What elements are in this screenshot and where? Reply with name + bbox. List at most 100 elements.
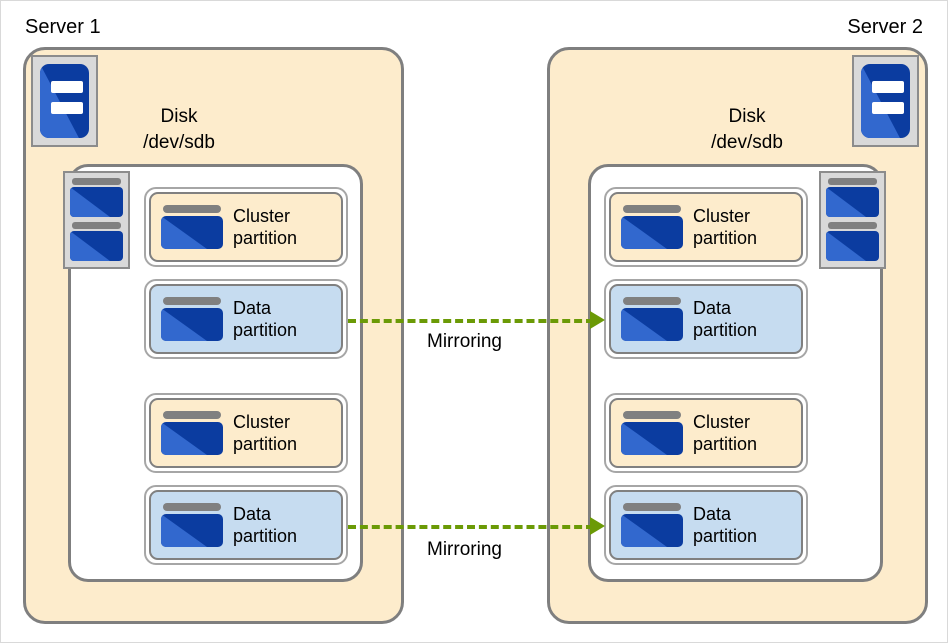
partition-label-line-2: partition bbox=[693, 434, 758, 454]
disk-title-line-2: /dev/sdb bbox=[143, 132, 215, 153]
disk-platter-body bbox=[70, 231, 123, 261]
partition-label-line-2: partition bbox=[693, 228, 758, 248]
partition-icon-cap bbox=[163, 503, 221, 511]
partition-icon-cap bbox=[623, 205, 681, 213]
partition-label: Cluster partition bbox=[233, 411, 297, 455]
mirroring-arrow-head-1 bbox=[590, 311, 605, 329]
partition-label-line-1: Cluster bbox=[693, 412, 751, 432]
partition-body: Cluster partition bbox=[149, 398, 343, 468]
disk-platter-body bbox=[826, 231, 879, 261]
partition-icon-cap bbox=[623, 297, 681, 305]
partition-icon-cap bbox=[623, 503, 681, 511]
server-1-cluster-partition-1[interactable]: Cluster partition bbox=[144, 187, 348, 267]
server-2-data-partition-1[interactable]: Data partition bbox=[604, 279, 808, 359]
partition-label-line-1: Data bbox=[693, 504, 732, 524]
partition-label: Data partition bbox=[693, 503, 757, 547]
partition-icon-cap bbox=[623, 411, 681, 419]
partition-label-line-1: Data bbox=[693, 298, 732, 318]
partition-label-line-2: partition bbox=[233, 228, 298, 248]
partition-label-line-1: Cluster bbox=[233, 412, 291, 432]
disk-platter-body bbox=[70, 187, 123, 217]
partition-label: Data partition bbox=[233, 503, 297, 547]
server-icon-bar-2 bbox=[51, 102, 83, 114]
partition-icon-body bbox=[161, 514, 223, 547]
partition-body: Data partition bbox=[149, 490, 343, 560]
partition-icon-body bbox=[621, 514, 683, 547]
partition-body: Data partition bbox=[609, 284, 803, 354]
server-1-title: Server 1 bbox=[25, 16, 101, 38]
server-icon bbox=[31, 55, 98, 147]
server-icon-chip bbox=[40, 64, 89, 138]
partition-icon-body bbox=[621, 308, 683, 341]
server-icon-bar-2 bbox=[872, 102, 904, 114]
server-1-cluster-partition-2[interactable]: Cluster partition bbox=[144, 393, 348, 473]
partition-label: Data partition bbox=[693, 297, 757, 341]
server-2-cluster-partition-2[interactable]: Cluster partition bbox=[604, 393, 808, 473]
disk-platter-2 bbox=[70, 222, 123, 262]
server-icon bbox=[852, 55, 919, 147]
partition-disk-icon bbox=[161, 205, 223, 249]
disk-stack-icon bbox=[819, 171, 886, 269]
server-2-cluster-partition-1[interactable]: Cluster partition bbox=[604, 187, 808, 267]
partition-label-line-1: Data bbox=[233, 298, 272, 318]
partition-label: Cluster partition bbox=[233, 205, 297, 249]
server-2-disk-title: Disk /dev/sdb bbox=[667, 104, 827, 156]
disk-title-line-1: Disk bbox=[728, 106, 766, 127]
partition-label: Data partition bbox=[233, 297, 297, 341]
disk-platter-cap bbox=[72, 222, 121, 229]
mirroring-arrow-head-2 bbox=[590, 517, 605, 535]
partition-body: Data partition bbox=[149, 284, 343, 354]
partition-icon-body bbox=[161, 308, 223, 341]
disk-platter-2 bbox=[826, 222, 879, 262]
disk-platter-cap bbox=[828, 178, 877, 185]
partition-label: Cluster partition bbox=[693, 205, 757, 249]
server-1-data-partition-2[interactable]: Data partition bbox=[144, 485, 348, 565]
server-icon-bar-1 bbox=[51, 81, 83, 93]
partition-body: Cluster partition bbox=[609, 192, 803, 262]
partition-label-line-2: partition bbox=[693, 320, 758, 340]
partition-label-line-2: partition bbox=[693, 526, 758, 546]
partition-label-line-2: partition bbox=[233, 320, 298, 340]
mirroring-label-2: Mirroring bbox=[427, 539, 502, 560]
partition-disk-icon bbox=[621, 503, 683, 547]
partition-icon-cap bbox=[163, 205, 221, 213]
server-icon-bar-1 bbox=[872, 81, 904, 93]
disk-title-line-2: /dev/sdb bbox=[711, 132, 783, 153]
partition-label: Cluster partition bbox=[693, 411, 757, 455]
partition-disk-icon bbox=[621, 297, 683, 341]
mirroring-connector-line-1 bbox=[348, 319, 594, 323]
partition-label-line-2: partition bbox=[233, 526, 298, 546]
partition-icon-body bbox=[161, 216, 223, 249]
disk-platter-cap bbox=[828, 222, 877, 229]
disk-platter-cap bbox=[72, 178, 121, 185]
disk-platter-1 bbox=[70, 178, 123, 218]
partition-disk-icon bbox=[161, 297, 223, 341]
mirroring-connector-line-2 bbox=[348, 525, 594, 529]
partition-body: Data partition bbox=[609, 490, 803, 560]
disk-stack-icon bbox=[63, 171, 130, 269]
server-icon-chip bbox=[861, 64, 910, 138]
partition-label-line-1: Cluster bbox=[233, 206, 291, 226]
partition-disk-icon bbox=[621, 205, 683, 249]
partition-icon-cap bbox=[163, 297, 221, 305]
partition-icon-body bbox=[161, 422, 223, 455]
server-2-data-partition-2[interactable]: Data partition bbox=[604, 485, 808, 565]
partition-body: Cluster partition bbox=[609, 398, 803, 468]
partition-label-line-2: partition bbox=[233, 434, 298, 454]
partition-label-line-1: Cluster bbox=[693, 206, 751, 226]
disk-title-line-1: Disk bbox=[160, 106, 198, 127]
server-2-title: Server 2 bbox=[847, 16, 923, 38]
server-1-data-partition-1[interactable]: Data partition bbox=[144, 279, 348, 359]
partition-icon-body bbox=[621, 422, 683, 455]
partition-icon-body bbox=[621, 216, 683, 249]
partition-icon-cap bbox=[163, 411, 221, 419]
partition-disk-icon bbox=[161, 411, 223, 455]
disk-platter-1 bbox=[826, 178, 879, 218]
mirroring-label-1: Mirroring bbox=[427, 331, 502, 352]
partition-disk-icon bbox=[161, 503, 223, 547]
partition-label-line-1: Data bbox=[233, 504, 272, 524]
partition-disk-icon bbox=[621, 411, 683, 455]
partition-body: Cluster partition bbox=[149, 192, 343, 262]
server-1-disk-title: Disk /dev/sdb bbox=[99, 104, 259, 156]
